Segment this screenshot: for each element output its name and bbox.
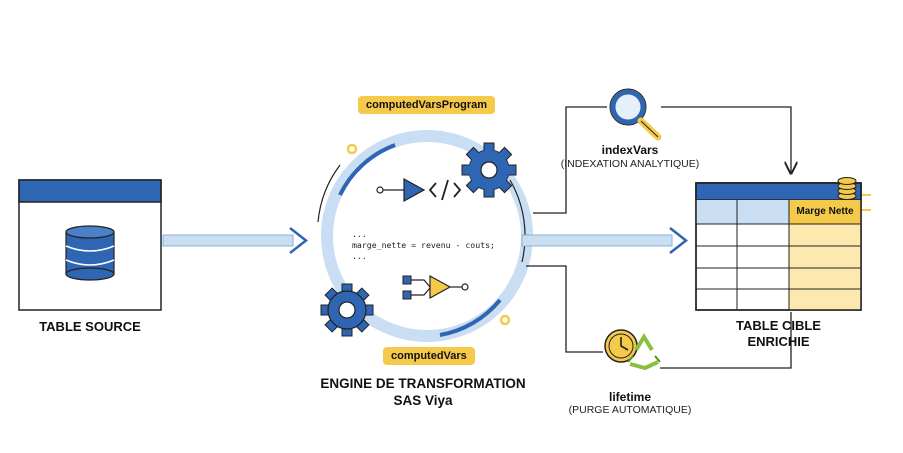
source-table-icon xyxy=(18,179,162,311)
target-table-label-line2: ENRICHIE xyxy=(747,334,810,349)
code-snippet: ...marge_nette = revenu - couts;... xyxy=(352,229,495,262)
computed-vars-program-badge: computedVarsProgram xyxy=(358,96,496,114)
merge-flow-icon xyxy=(402,274,469,300)
lifetime-name: lifetime xyxy=(608,390,651,404)
gear-icon xyxy=(320,283,374,337)
gear-icon xyxy=(461,142,517,198)
coin-stack-icon xyxy=(837,177,857,200)
lifetime-desc: (PURGE AUTOMATIQUE) xyxy=(568,404,692,416)
code-line: marge_nette = revenu - couts; xyxy=(352,240,495,250)
target-table-label-line1: TABLE CIBLE xyxy=(736,318,821,333)
index-vars-desc: (INDEXATION ANALYTIQUE) xyxy=(560,158,700,170)
magnifier-icon xyxy=(609,88,662,141)
source-to-engine-arrow xyxy=(162,227,309,254)
target-table-icon xyxy=(695,177,871,311)
index-vars-name: indexVars xyxy=(601,143,659,157)
index-connector xyxy=(533,106,791,214)
computed-vars-badge: computedVars xyxy=(383,347,475,365)
lifetime-connector xyxy=(526,265,792,369)
code-line: ... xyxy=(352,251,367,261)
source-table-label: TABLE SOURCE xyxy=(39,319,141,334)
engine-title-line2: SAS Viya xyxy=(393,393,453,408)
target-column-header: Marge Nette xyxy=(796,206,854,217)
code-line: ... xyxy=(352,229,367,239)
engine-to-target-arrow xyxy=(521,227,689,254)
database-icon xyxy=(65,225,115,281)
engine-title-line1: ENGINE DE TRANSFORMATION xyxy=(320,376,526,391)
code-tag-icon xyxy=(376,177,462,203)
recycle-icon xyxy=(627,333,661,371)
